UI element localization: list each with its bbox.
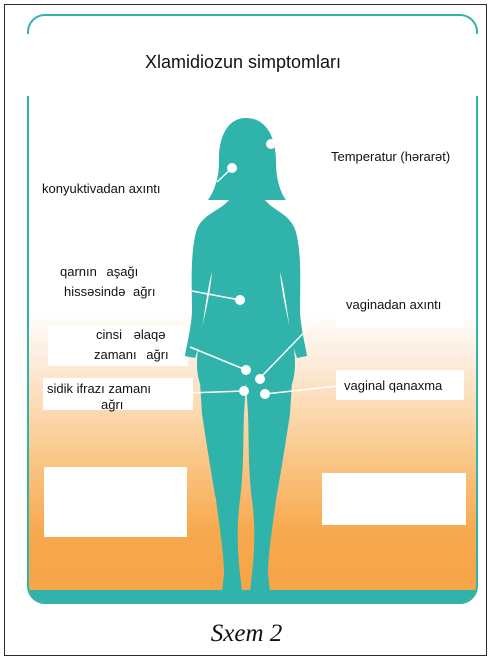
- label-vaginal-discharge: vaginadan axıntı: [346, 296, 441, 313]
- dot-vaginal-discharge: [255, 374, 265, 384]
- dot-vaginal-itch: [260, 389, 270, 399]
- label-temperature: Temperatur (hərarət): [331, 148, 450, 165]
- label-urination-line1: sidik ifrazı zamanı: [47, 380, 151, 397]
- label-conjunctiva: konyuktivadan axıntı: [42, 180, 161, 197]
- pointer-line-temperature: [271, 144, 328, 162]
- label-vaginal-itch: vaginal qanaxma: [344, 377, 442, 394]
- label-intercourse-line2: zamanı ağrı: [94, 346, 169, 363]
- dot-temperature: [266, 139, 276, 149]
- dot-conjunctiva: [227, 163, 237, 173]
- silhouette-right-leg: [246, 382, 292, 592]
- female-silhouette: [185, 118, 307, 592]
- label-abdomen-line1: qarnın aşağı: [60, 263, 138, 280]
- silhouette-left-leg: [200, 382, 246, 592]
- label-intercourse-line1: cinsi əlaqə: [96, 326, 165, 343]
- dot-intercourse: [241, 365, 251, 375]
- figure-caption: Sxem 2: [0, 620, 493, 648]
- label-abdomen-line2: hissəsində ağrı: [64, 283, 155, 300]
- dot-abdomen: [235, 295, 245, 305]
- silhouette-head: [208, 118, 286, 200]
- dot-urination: [239, 386, 249, 396]
- silhouette-torso: [185, 196, 307, 384]
- label-urination-line2: ağrı: [101, 396, 123, 413]
